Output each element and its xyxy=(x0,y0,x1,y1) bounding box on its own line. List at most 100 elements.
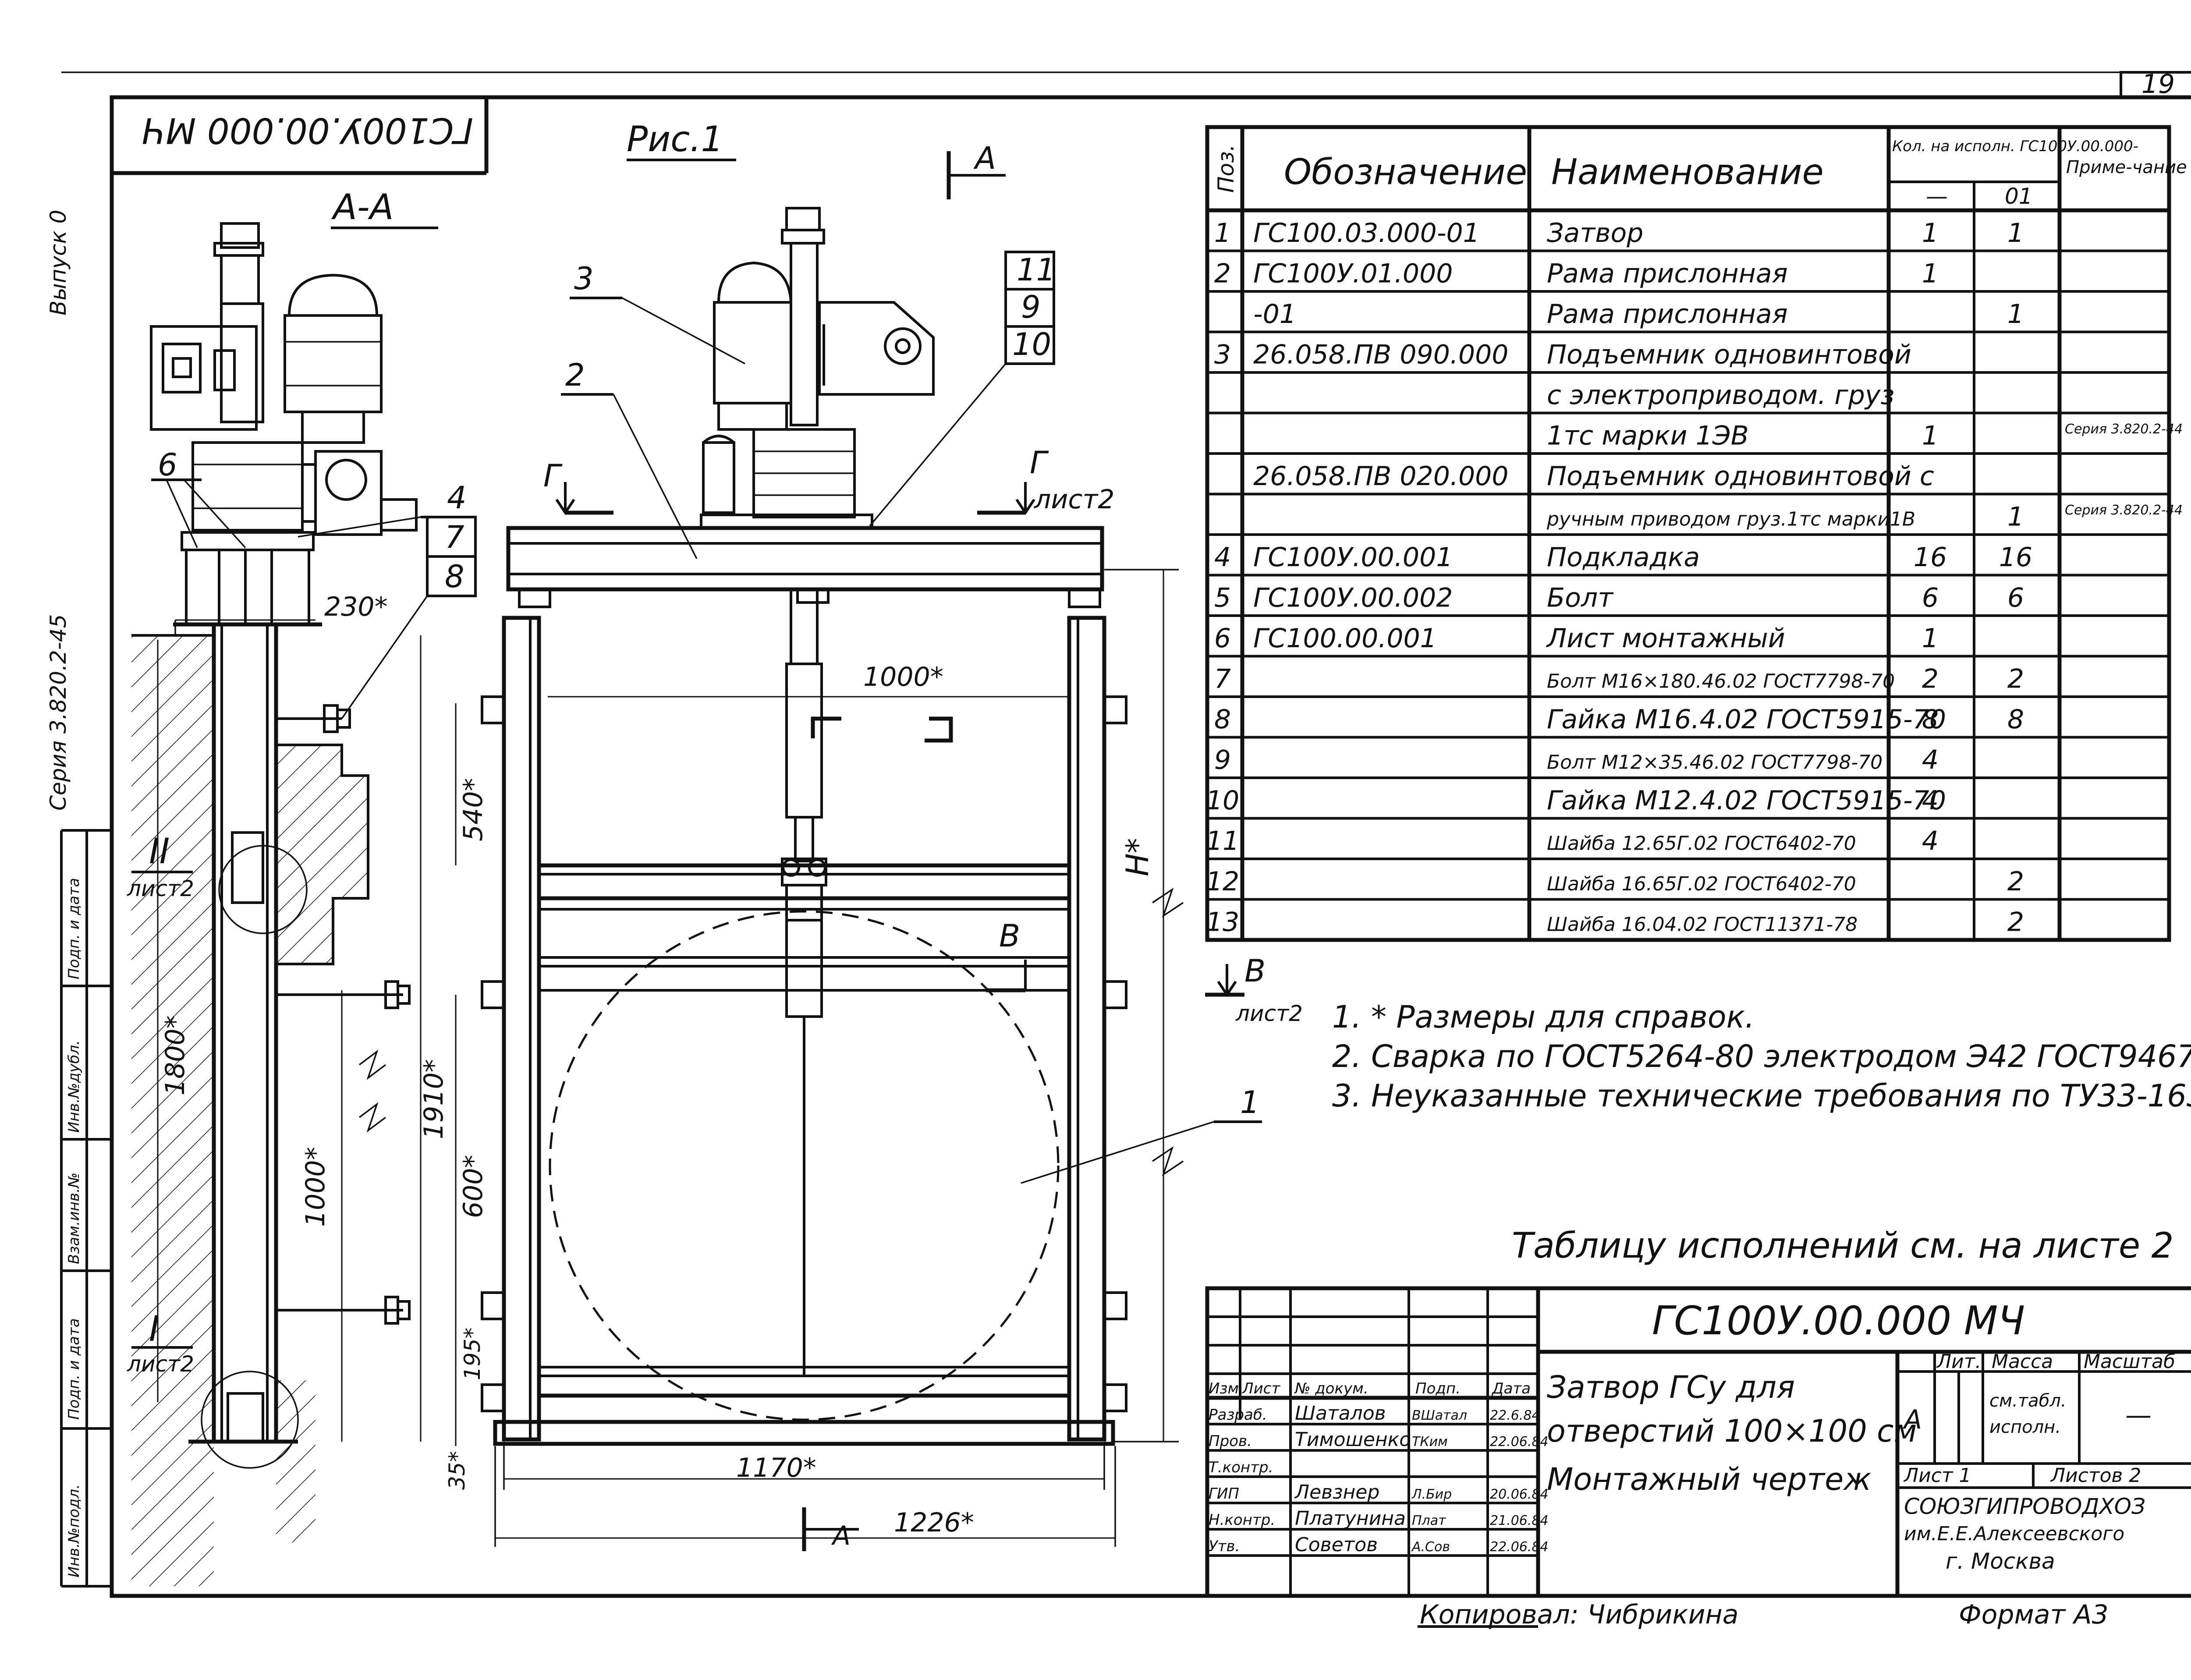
note-1: 1. * Размеры для справок. xyxy=(1332,999,1755,1035)
cut-v-list2: лист2 xyxy=(1235,1001,1303,1026)
spec-cell-name: Шайба 16.65Г.02 ГОСТ6402-70 xyxy=(1547,873,1856,895)
spec-cell-q1: 16 xyxy=(1914,542,1947,573)
cut-g-left: Г xyxy=(543,458,563,494)
spec-cell-pos: 1 xyxy=(1214,218,1231,248)
spec-cell-designation: ГС100У.00.002 xyxy=(1253,583,1453,613)
spec-cell-q1: 1 xyxy=(1922,421,1939,451)
spec-cell-pos: 3 xyxy=(1214,340,1231,370)
cut-v-marker: В лист2 xyxy=(1205,953,1303,1026)
person-role: Н.контр. xyxy=(1209,1511,1275,1529)
figure-label: Рис.1 xyxy=(627,119,723,159)
spec-cell-q1: 4 xyxy=(1922,745,1939,776)
mirrored-stamp-text: ГС100У.00.000 МЧ xyxy=(142,110,473,151)
callout-9: 9 xyxy=(1021,289,1041,325)
rev-h-date: Дата xyxy=(1491,1380,1531,1397)
spec-cell-pos: 9 xyxy=(1214,745,1231,776)
margin-col-1: Инв.№подл. xyxy=(65,1484,83,1577)
rev-h-izm: Изм xyxy=(1209,1380,1239,1397)
th-designation: Обозначение xyxy=(1284,152,1527,192)
figure-labels: Рис.1 А-А А xyxy=(331,119,1006,229)
lit-header: Лит. xyxy=(1936,1350,1981,1373)
spec-cell-q2: 1 xyxy=(2007,218,2024,248)
spec-cell-q1: 4 xyxy=(1922,826,1939,857)
title-block: ГС100У.00.000 МЧ Затвор ГСу для отверсти… xyxy=(1205,1286,2191,1598)
note-2: 2. Сварка по ГОСТ5264-80 электродом Э42 … xyxy=(1332,1038,2191,1074)
spec-cell-pos: 13 xyxy=(1206,907,1239,938)
dim-1910: 1910* xyxy=(418,1059,449,1139)
spec-cell-designation: ГС100У.01.000 xyxy=(1253,259,1453,289)
spec-cell-note: Серия 3.820.2-44 xyxy=(2065,503,2183,518)
spec-cell-name: Подкладка xyxy=(1547,542,1700,573)
spec-cell-name: Шайба 16.04.02 ГОСТ11371-78 xyxy=(1547,914,1858,936)
person-name: Левзнер xyxy=(1294,1481,1379,1503)
spec-cell-name: Гайка М12.4.02 ГОСТ5915-70 xyxy=(1547,785,1946,816)
sheet-frame: 19 xyxy=(61,69,2191,1598)
th-name: Наименование xyxy=(1551,152,1824,192)
spec-cell-name: Болт М12×35.46.02 ГОСТ7798-70 xyxy=(1547,751,1883,774)
dim-35: 35* xyxy=(444,1451,470,1490)
scale-header: Масштаб xyxy=(2084,1350,2175,1373)
cut-g-right: Г xyxy=(1030,445,1049,481)
spec-cell-pos: 5 xyxy=(1214,583,1231,613)
spec-cell-designation: ГС100У.00.001 xyxy=(1253,542,1453,573)
format-label: Формат А3 xyxy=(1959,1599,2109,1630)
spec-cell-q2: 2 xyxy=(2007,664,2024,695)
cut-a-label: А xyxy=(973,140,996,176)
org-line-3: г. Москва xyxy=(1946,1549,2055,1574)
person-date: 22.6.84 xyxy=(1490,1408,1540,1423)
spec-cell-pos: 4 xyxy=(1214,542,1231,573)
callout-7: 7 xyxy=(445,519,464,555)
spec-cell-name: Шайба 12.65Г.02 ГОСТ6402-70 xyxy=(1547,833,1856,855)
person-role: Пров. xyxy=(1209,1432,1252,1450)
spec-cell-q2: 1 xyxy=(2007,502,2024,532)
mirrored-stamp: ГС100У.00.000 МЧ xyxy=(112,97,489,175)
spec-cell-designation: 26.058.ПВ 020.000 xyxy=(1253,461,1508,492)
front-callouts: 3 2 11 9 10 1 Г Г лист2 В А xyxy=(543,251,1262,1551)
spec-cell-name: Болт xyxy=(1547,583,1614,613)
front-view xyxy=(481,207,1127,1446)
spec-cell-q2: 16 xyxy=(1999,542,2032,573)
person-date: 22.06.84 xyxy=(1490,1539,1549,1555)
mass-value-2: исполн. xyxy=(1989,1417,2061,1437)
margin-col-2: Подп. и дата xyxy=(65,1318,83,1420)
spec-cell-name: Рама прислонная xyxy=(1547,259,1788,289)
callout-2: 2 xyxy=(565,357,585,393)
view-II-list: лист2 xyxy=(127,876,194,901)
title-line-1: Затвор ГСу для xyxy=(1547,1369,1795,1405)
person-name: Тимошенко xyxy=(1295,1428,1411,1451)
dim-540: 540* xyxy=(458,778,489,841)
callout-6: 6 xyxy=(158,447,177,483)
spec-cell-designation: 26.058.ПВ 090.000 xyxy=(1253,340,1508,370)
bolts-right xyxy=(1103,695,1127,1412)
scale-value: — xyxy=(2125,1400,2152,1431)
spec-cell-q1: 1 xyxy=(1922,218,1939,248)
org-line-1: СОЮЗГИПРОВОДХОЗ xyxy=(1904,1494,2145,1519)
rev-h-sign: Подп. xyxy=(1415,1380,1461,1397)
spec-cell-note: Серия 3.820.2-44 xyxy=(2065,422,2183,437)
spec-cell-q1: 6 xyxy=(1922,583,1939,613)
spec-cell-designation: ГС100.03.000-01 xyxy=(1253,218,1480,248)
org-line-2: им.Е.Е.Алексеевского xyxy=(1904,1523,2124,1545)
cut-a-bottom: А xyxy=(831,1521,851,1551)
spec-cell-q2: 2 xyxy=(2007,866,2024,897)
series-side-label: Серия 3.820.2-45 xyxy=(46,614,71,811)
lit-value: А xyxy=(1902,1404,1922,1435)
th-note: Приме-чание xyxy=(2066,157,2187,177)
spec-cell-name: Болт М16×180.46.02 ГОСТ7798-70 xyxy=(1547,670,1895,693)
person-date: 22.06.84 xyxy=(1490,1434,1549,1450)
spec-cell-pos: 11 xyxy=(1206,826,1239,857)
spec-cell-pos: 12 xyxy=(1206,866,1239,897)
callout-8: 8 xyxy=(445,559,464,595)
spec-cell-pos: 7 xyxy=(1214,664,1231,695)
spec-cell-designation: ГС100.00.001 xyxy=(1253,623,1437,654)
view-I-list: лист2 xyxy=(127,1351,194,1377)
spec-cell-name: Подъемник одновинтовой xyxy=(1547,340,1911,370)
margin-col-5: Подп. и дата xyxy=(65,878,83,979)
spec-cell-q2: 6 xyxy=(2007,583,2024,613)
spec-cell-q1: 4 xyxy=(1922,785,1939,816)
spec-table: Поз. Обозначение Наименование Кол. на ис… xyxy=(1205,125,2187,942)
notes: 1. * Размеры для справок. 2. Сварка по Г… xyxy=(1332,999,2191,1266)
callout-1: 1 xyxy=(1240,1085,1260,1120)
person-name: Платунина xyxy=(1295,1507,1406,1530)
callout-3: 3 xyxy=(574,261,594,297)
